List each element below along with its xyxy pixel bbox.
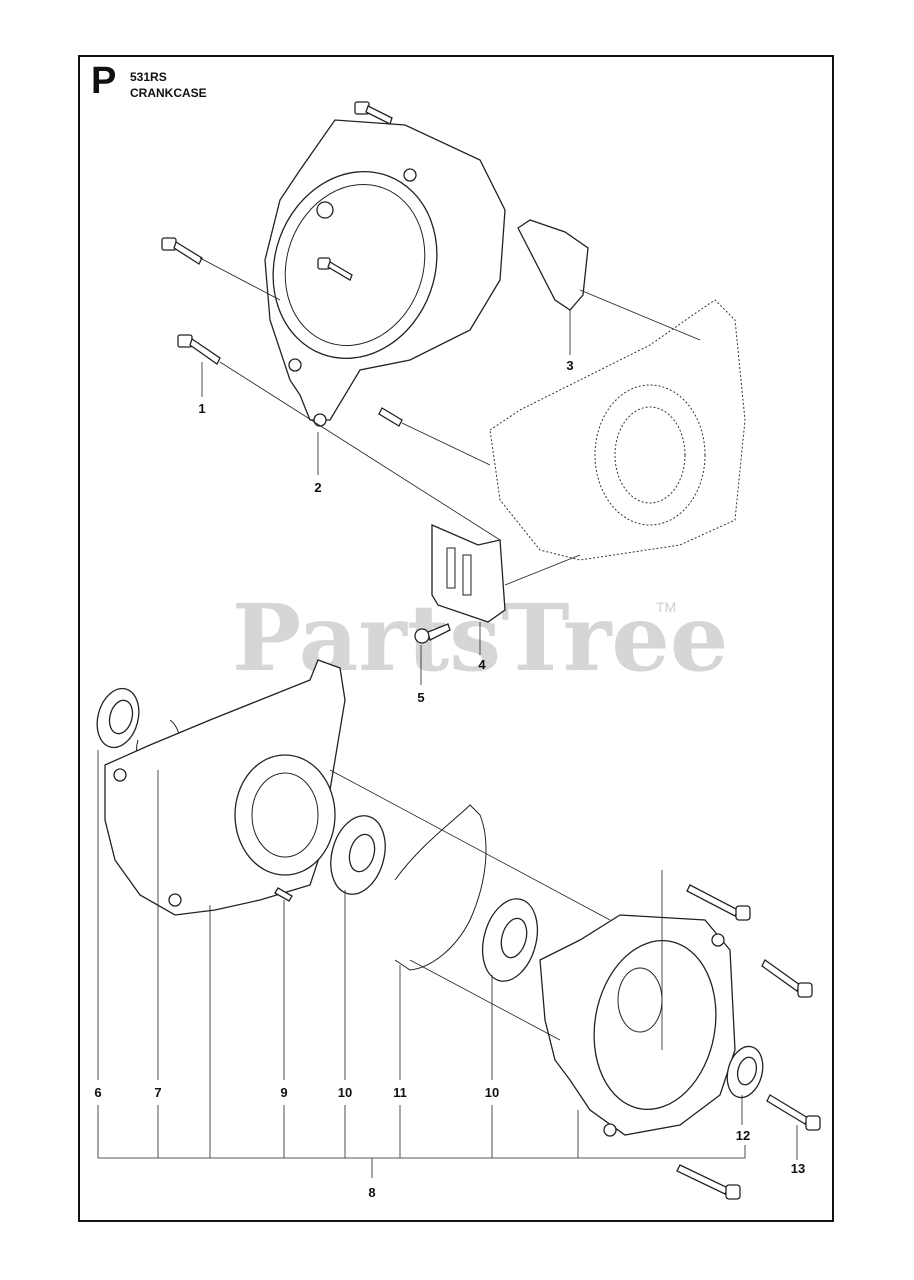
callout-5[interactable]: 5 — [417, 690, 424, 705]
dowel-pin-lower — [274, 887, 293, 902]
crankcase-half-right — [539, 914, 736, 1137]
callout-11[interactable]: 11 — [393, 1085, 407, 1100]
crankcase-reference-outline — [489, 299, 746, 561]
screw-right-1 — [686, 884, 751, 921]
callout-8[interactable]: 8 — [368, 1185, 375, 1200]
screw-right-2 — [761, 959, 813, 998]
callout-7[interactable]: 7 — [154, 1085, 161, 1100]
screw-right-4 — [676, 1164, 741, 1200]
screw-inner — [317, 257, 353, 281]
dowel-pin-upper — [378, 407, 403, 427]
bearing-left — [330, 815, 386, 895]
callout-4[interactable]: 4 — [478, 657, 486, 672]
fan-housing-cover — [264, 119, 506, 427]
screw-right-3 — [766, 1094, 821, 1131]
callout-13[interactable]: 13 — [791, 1161, 805, 1176]
callout-3[interactable]: 3 — [566, 358, 573, 373]
plate-screw — [414, 623, 451, 644]
screw-mid — [161, 237, 203, 265]
section-letter: P — [91, 60, 117, 102]
callout-stems — [97, 310, 798, 1178]
callout-9[interactable]: 9 — [280, 1085, 287, 1100]
gasket — [394, 804, 487, 971]
screw-lower — [177, 334, 221, 365]
callout-6[interactable]: 6 — [94, 1085, 101, 1100]
callout-10-right[interactable]: 10 — [485, 1085, 499, 1100]
callout-1[interactable]: 1 — [198, 401, 205, 416]
callout-2[interactable]: 2 — [314, 480, 321, 495]
seal-right — [726, 1045, 764, 1099]
heat-shield — [517, 219, 589, 311]
callout-12[interactable]: 12 — [736, 1128, 750, 1143]
seal-ring — [96, 687, 140, 749]
screw-top — [354, 101, 393, 125]
crankcase-half-left — [104, 659, 346, 916]
diagram-title: CRANKCASE — [130, 86, 207, 100]
model-number: 531RS — [130, 70, 167, 84]
watermark-trademark: TM — [656, 599, 676, 615]
diagram-frame — [78, 55, 834, 1222]
plate — [431, 524, 506, 623]
bearing-right — [481, 898, 539, 982]
callout-10-left[interactable]: 10 — [338, 1085, 352, 1100]
